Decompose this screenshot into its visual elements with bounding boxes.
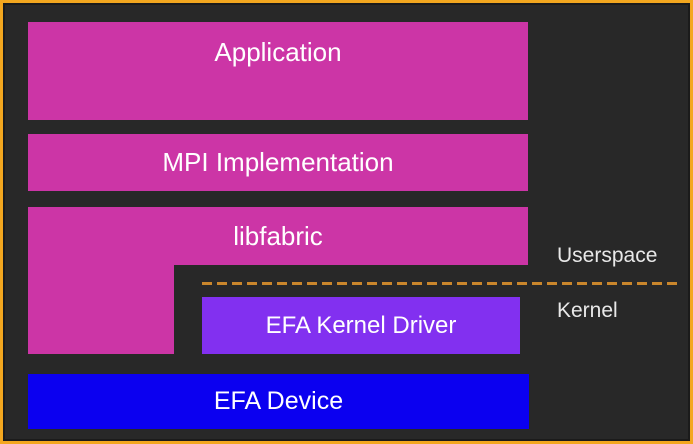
efa-device-layer-box: EFA Device	[28, 374, 529, 429]
application-layer-box: Application	[28, 22, 528, 120]
userspace-kernel-divider-line	[202, 282, 682, 285]
mpi-implementation-layer-label: MPI Implementation	[162, 147, 394, 177]
efa-kernel-driver-layer-label: EFA Kernel Driver	[265, 311, 457, 339]
libfabric-layer-label: libfabric	[233, 220, 323, 251]
efa-kernel-driver-layer-box: EFA Kernel Driver	[202, 297, 520, 354]
application-layer-label: Application	[214, 37, 342, 67]
libfabric-layer-box: libfabric	[28, 207, 528, 265]
efa-device-layer-label: EFA Device	[213, 387, 344, 415]
kernel-region-label: Kernel	[557, 299, 618, 322]
mpi-implementation-layer-box: MPI Implementation	[28, 134, 528, 191]
userspace-region-label: Userspace	[557, 244, 658, 267]
